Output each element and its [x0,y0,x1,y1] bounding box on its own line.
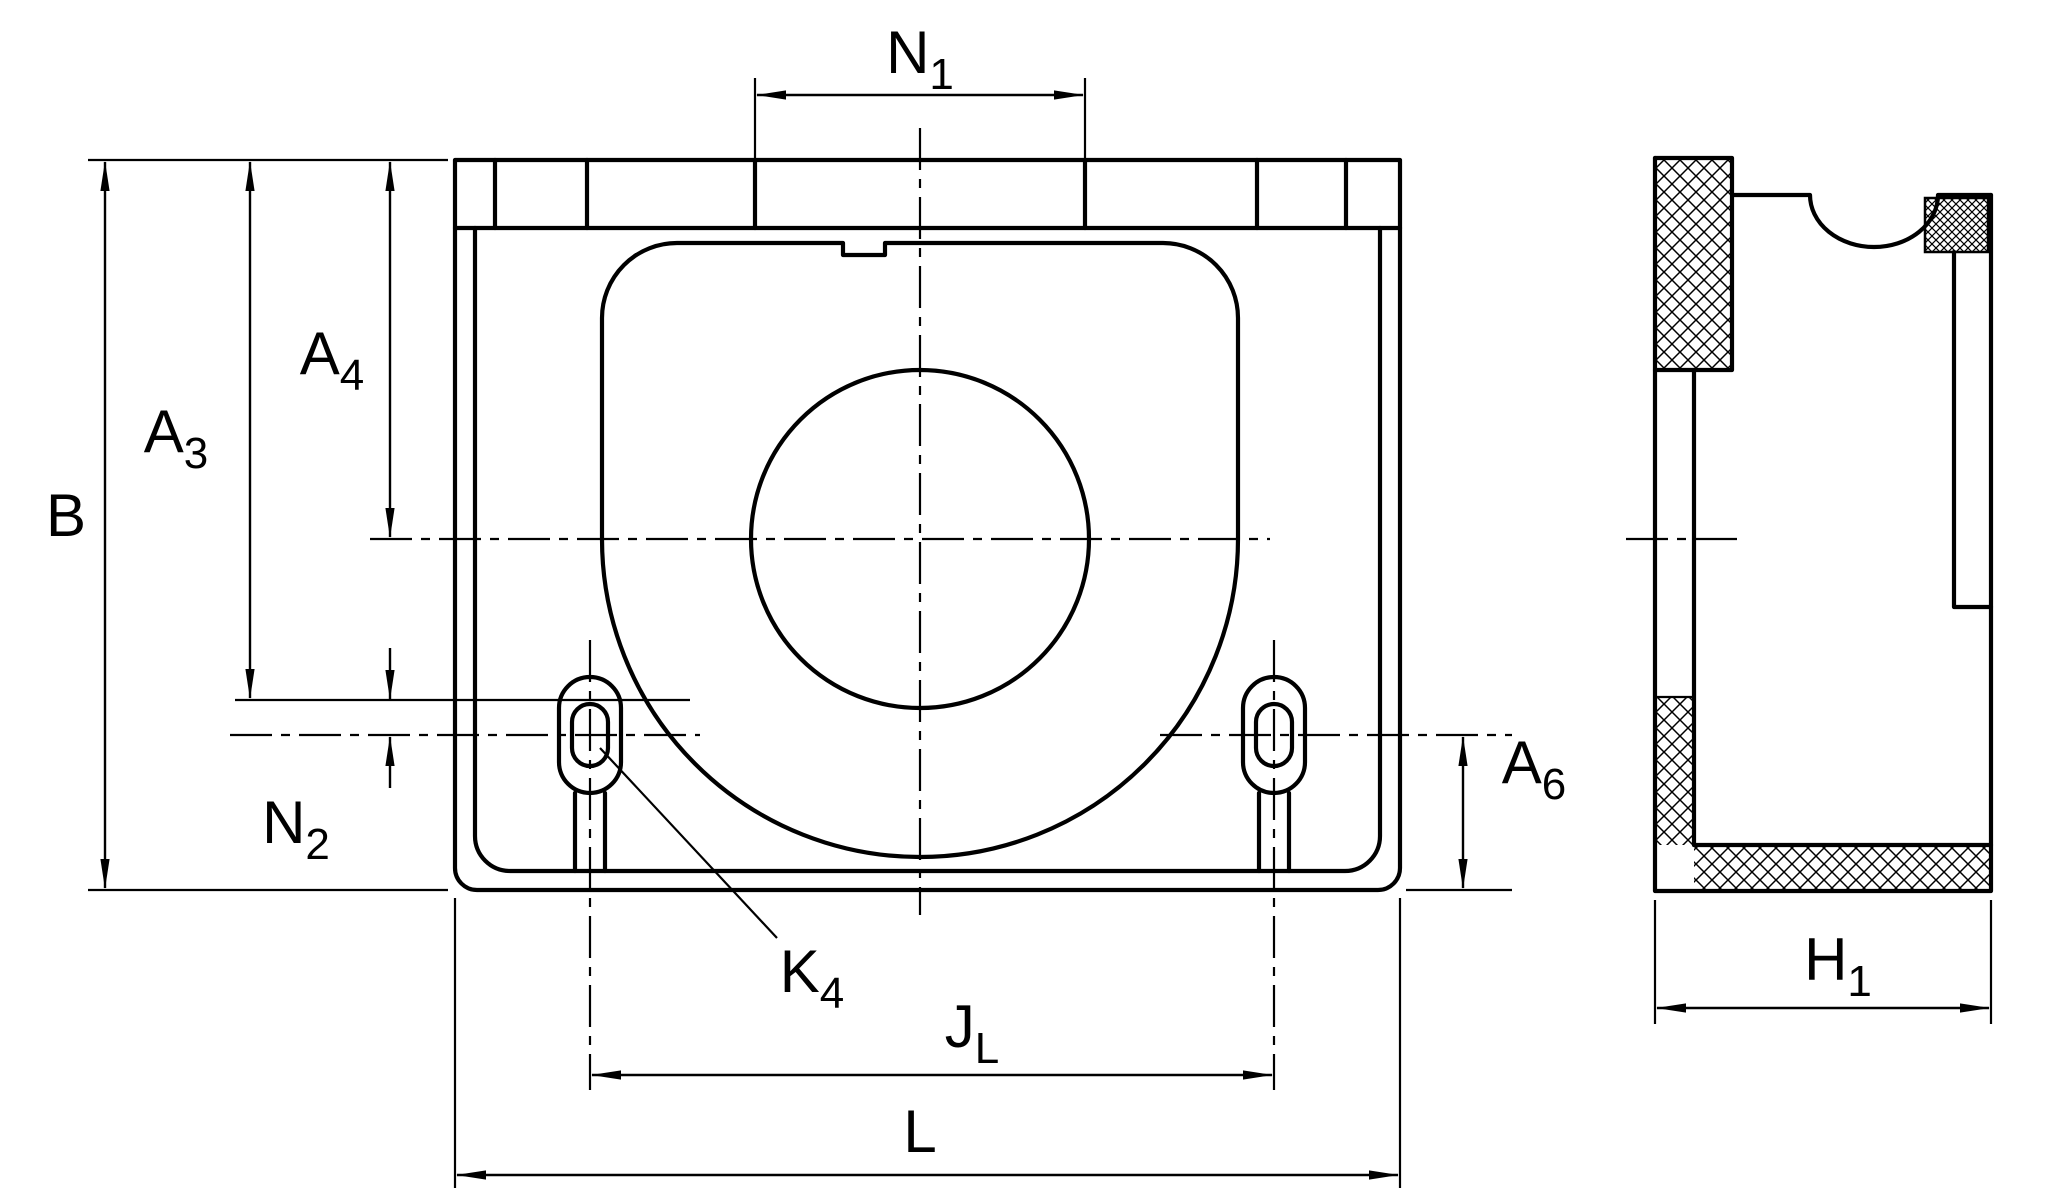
label-a4: A4 [300,320,365,400]
slot-channel-left [572,790,608,874]
label-a6: A6 [1502,729,1567,809]
label-l: L [903,1098,936,1165]
slot-channel-right [1256,790,1292,874]
side-dimensions: H1 [1653,900,1993,1024]
label-n1: N1 [886,19,954,99]
label-jl: JL [945,993,999,1073]
hatch-clamp-bar [1923,196,1990,254]
side-top-edge-with-notch [1729,192,1994,250]
front-view [230,128,1512,1090]
body-outline [452,157,1403,893]
side-view [1626,155,1994,894]
label-a3: A3 [144,398,209,478]
leader-k4 [599,747,778,939]
bore-seat-contour [599,240,1241,860]
label-b: B [46,482,86,549]
label-n2: N2 [262,789,330,869]
side-outer-contour [1652,155,1994,894]
label-k4: K4 [780,938,845,1018]
side-step-edge [1951,249,1994,610]
front-dimensions: N1 B A3 A4 N2 K4 JL L A6 [46,19,1566,1188]
hatch-bottom-strip [1694,845,1991,891]
label-h1: H1 [1804,926,1872,1006]
hatch-top-left-block [1655,158,1732,370]
inner-rim [472,225,1383,874]
hatch-lower-left-block [1655,697,1694,845]
